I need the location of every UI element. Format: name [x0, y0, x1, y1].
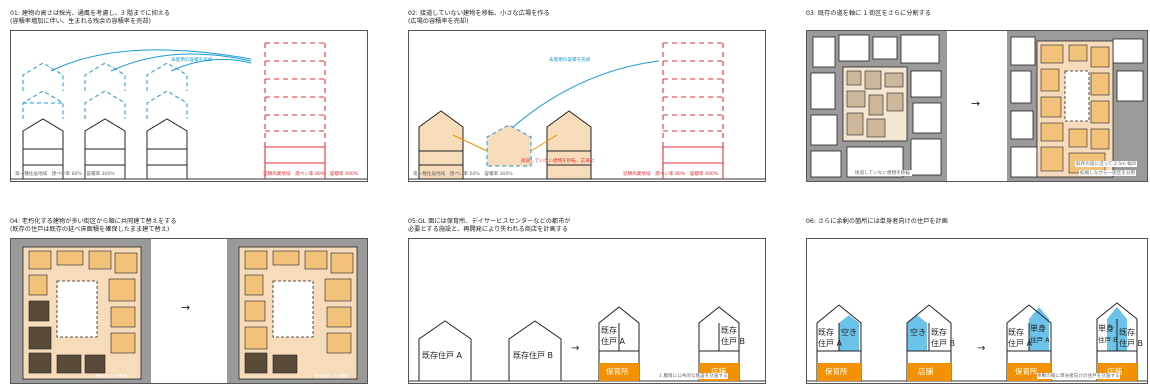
- house-a-label: 既存住戸 A: [422, 351, 463, 360]
- single-unit-b-label: 住戸 B: [1098, 336, 1118, 344]
- note-left: 接道していない建物を移転: [853, 170, 912, 176]
- note-right-1: 既存の道に沿って 2.5m 幅の: [1075, 161, 1138, 167]
- panel-05-note: 1 層目に公共的な施設を計画する: [659, 373, 728, 379]
- note-right-2: 拡幅しながら一街区を分割: [1079, 170, 1137, 176]
- panel-01-caption-1: 01: 建物の高さは採光、通風を考慮し、3 階までに抑える: [10, 10, 170, 17]
- arrow-note: 未使用の容積を売却: [549, 58, 591, 63]
- unit-b-label-2: 住戸 B: [1119, 339, 1144, 348]
- unit-b-label: 住戸 B: [721, 337, 746, 346]
- nursery-label: 保育所: [606, 367, 629, 376]
- panel-02-caption-2: (広場の容積率を売却): [408, 18, 469, 25]
- panel-06-note: 余剰の場に単身者向けの住戸を計画する: [1037, 373, 1120, 379]
- existing-label-2: 既存: [931, 328, 947, 337]
- zone-left-label: 第一種住居地域 建ぺい率 60% 容積率 300%: [413, 172, 513, 177]
- house-b-label: 既存住戸 B: [513, 351, 554, 360]
- panel-04-caption-1: 04: 老朽化する建物が多い街区から順に共同建て替えをする: [10, 218, 177, 225]
- panel-01-caption-2: (容積率増加に伴い、生まれる残余の容積率を売却): [10, 18, 151, 25]
- vacant-label-2: 空き: [910, 328, 926, 337]
- house-2: [84, 118, 126, 179]
- nursery-label-1: 保育所: [825, 367, 848, 376]
- arrow-icon: →: [977, 343, 986, 354]
- panel-02-caption-1: 02: 接道していない建物を移転、小さな広場を作る: [408, 10, 550, 17]
- note-left: 老朽化した建物: [95, 375, 128, 380]
- single-unit-a-label: 住戸 A: [1030, 336, 1050, 344]
- arrow-icon: →: [181, 301, 191, 314]
- shop-label: 店舗: [711, 367, 726, 376]
- single-label-2: 単身: [1098, 324, 1114, 333]
- existing-label-1: 既存: [818, 328, 834, 337]
- nursery-label-2: 保育所: [1015, 367, 1038, 376]
- panel-03-caption-1: 03: 既存の道を軸に 1 街区をさらに分割する: [806, 10, 931, 17]
- arrow-note: 未使用の容積を売却: [171, 58, 213, 63]
- zone-left-label: 第一種住居地域 建ぺい率 60% 容積率 300%: [15, 172, 115, 177]
- unit-a-label: 住戸 A: [601, 337, 626, 346]
- existing-label-1: 既存: [601, 326, 617, 335]
- arrow-icon: →: [571, 343, 580, 354]
- unit-b-label-1: 住戸 B: [931, 339, 956, 348]
- note-right: 老朽化した建物: [315, 375, 348, 380]
- zone-right-label: 近隣商業地域 建ぺい率 80% 容積率 400%: [263, 172, 359, 177]
- shop-label-2: 店舗: [1107, 367, 1122, 376]
- house-1: [22, 118, 64, 179]
- panel-04-diagram: → 老朽化した建物 老朽化した建物: [10, 238, 368, 384]
- panel-05-caption-2: 必要とする施設と、再開発により失われる商店を計画する: [408, 226, 569, 233]
- shop-label-1: 店舗: [918, 367, 933, 376]
- single-label-1: 単身: [1030, 324, 1046, 333]
- move-note: 接道していない建物を移転、広場に: [521, 159, 595, 164]
- arrow-icon: →: [971, 97, 981, 110]
- house-3: [146, 118, 188, 179]
- existing-label-4: 既存: [1119, 328, 1135, 337]
- panel-01-diagram: 未使用の容積を売却 第一種住居地域 建ぺい率 60% 容積率 300% 近隣商業…: [10, 30, 368, 182]
- panel-06-diagram: 既存 住戸 A 空き 空き 既存 住戸 B → 既存 住戸 A 単身 住戸 A …: [806, 238, 1148, 384]
- panel-05-diagram: 既存住戸 A 既存住戸 B → 既存 住戸 A 既存 住戸 B 保育所 店舗 1…: [408, 238, 766, 384]
- zone-right-label: 近隣商業地域 建ぺい率 80% 容積率 400%: [623, 172, 719, 177]
- existing-label-2: 既存: [721, 326, 737, 335]
- unit-a-label-1: 住戸 A: [818, 339, 843, 348]
- panel-05-caption-1: 05:GL 面には保育所、デイサービスセンターなどの都市が: [408, 218, 571, 225]
- panel-04-caption-2: (既存の住戸は既存の延べ床面積を確保したまま建て替え): [10, 226, 170, 233]
- vacant-label-1: 空き: [841, 328, 857, 337]
- panel-02-diagram: 未使用の容積を売却 接道していない建物を移転、広場に 第一種住居地域 建ぺい率 …: [408, 30, 766, 182]
- unit-a-label-2: 住戸 A: [1008, 339, 1033, 348]
- existing-label-3: 既存: [1008, 328, 1024, 337]
- panel-06-caption-1: 06: さらに余剰の箇所には単身者向けの住戸を計画: [806, 218, 948, 225]
- panel-03-diagram: → 接道していない建物を移転 既存の道に沿って 2.5m 幅の 拡幅しながら一街…: [806, 30, 1148, 182]
